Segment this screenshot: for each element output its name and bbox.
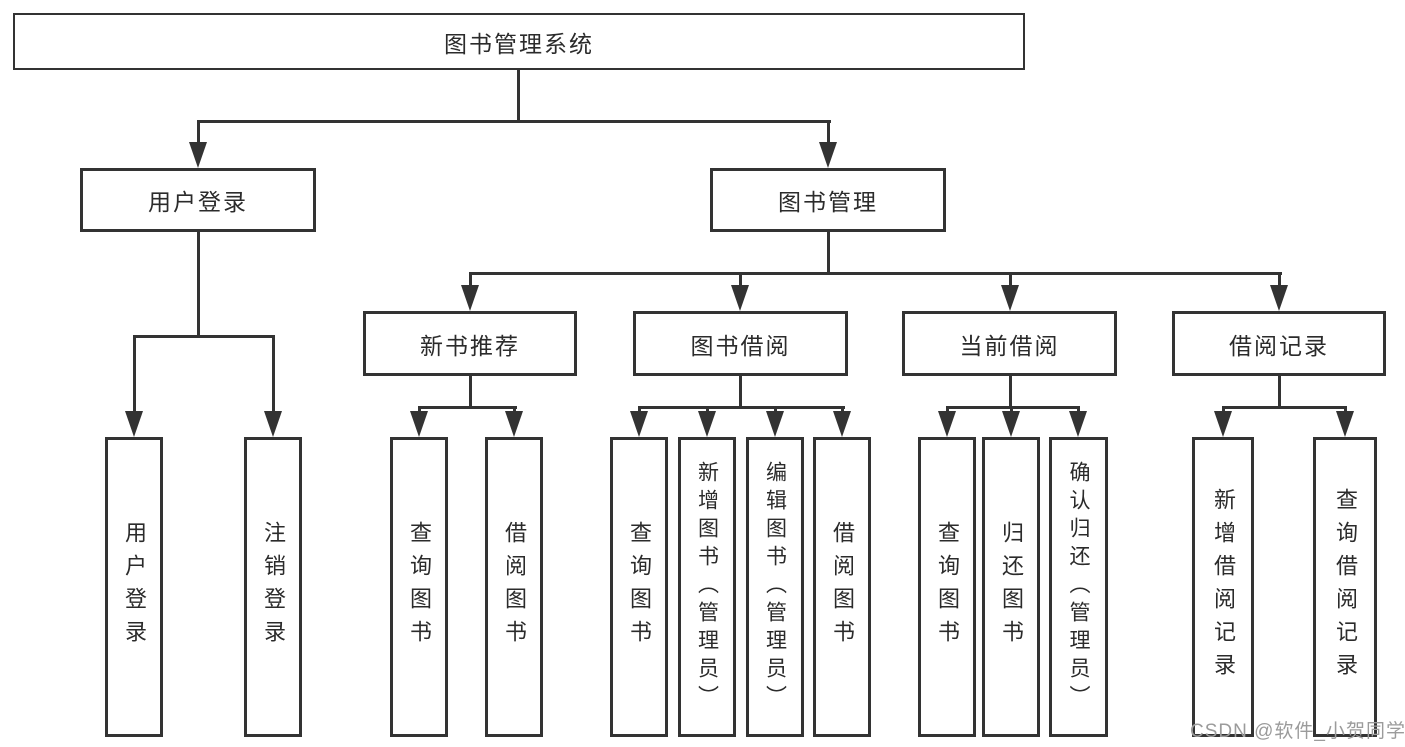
node-label: 借阅记录 — [1229, 332, 1329, 359]
leaf-add-borrow-record: 新增借阅记录 — [1192, 437, 1254, 737]
connector-line — [517, 68, 520, 120]
leaf-label: 新增借阅记录 — [1211, 488, 1236, 686]
csdn-watermark: CSDN @软件_小贺同学 — [1190, 721, 1405, 742]
node-label: 图书借阅 — [690, 332, 791, 359]
arrow-down-icon — [410, 411, 428, 437]
leaf-label: 编辑图书（管理员） — [763, 461, 787, 713]
arrow-down-icon — [505, 411, 523, 437]
connector-line — [197, 120, 200, 148]
node-user-login: 用户登录 — [80, 168, 316, 232]
connector-line — [841, 406, 844, 414]
leaf-query-books-3: 查询图书 — [918, 437, 976, 737]
node-book-borrow: 图书借阅 — [633, 311, 848, 376]
node-borrow-records: 借阅记录 — [1172, 311, 1386, 376]
connector-line — [638, 406, 641, 414]
arrow-down-icon — [1001, 285, 1019, 311]
arrow-down-icon — [461, 285, 479, 311]
leaf-label: 确认归还（管理员） — [1067, 461, 1090, 713]
connector-line — [469, 374, 472, 406]
connector-line — [638, 406, 845, 409]
arrow-down-icon — [1002, 411, 1020, 437]
node-label: 图书管理 — [778, 189, 878, 215]
leaf-confirm-return-admin: 确认归还（管理员） — [1049, 437, 1108, 737]
leaf-user-login: 用户登录 — [105, 437, 163, 737]
connector-line — [469, 272, 1282, 275]
connector-line — [739, 272, 742, 287]
arrow-down-icon — [1214, 411, 1232, 437]
leaf-label: 归还图书 — [999, 521, 1024, 653]
leaf-label: 借阅图书 — [830, 521, 855, 653]
connector-line — [739, 374, 742, 406]
connector-line — [1278, 272, 1281, 287]
node-book-management: 图书管理 — [710, 168, 946, 232]
connector-line — [774, 406, 777, 414]
connector-line — [706, 406, 709, 414]
node-current-borrow: 当前借阅 — [902, 311, 1117, 376]
leaf-add-book-admin: 新增图书（管理员） — [678, 437, 736, 737]
arrow-down-icon — [833, 411, 851, 437]
connector-line — [513, 406, 516, 414]
leaf-label: 新增图书（管理员） — [695, 461, 719, 713]
node-label: 新书推荐 — [420, 332, 520, 359]
arrow-down-icon — [1069, 411, 1087, 437]
connector-line — [1010, 406, 1013, 414]
arrow-down-icon — [698, 411, 716, 437]
connector-line — [946, 406, 1080, 409]
leaf-logout: 注销登录 — [244, 437, 302, 737]
leaf-borrow-books-1: 借阅图书 — [485, 437, 543, 737]
leaf-edit-book-admin: 编辑图书（管理员） — [746, 437, 804, 737]
leaf-return-book: 归还图书 — [982, 437, 1040, 737]
arrow-down-icon — [189, 142, 207, 168]
leaf-query-books-1: 查询图书 — [390, 437, 448, 737]
connector-line — [1077, 406, 1080, 414]
leaf-borrow-books-2: 借阅图书 — [813, 437, 871, 737]
connector-line — [197, 120, 831, 123]
arrow-down-icon — [630, 411, 648, 437]
leaf-label: 用户登录 — [122, 521, 147, 653]
connector-line — [1009, 272, 1012, 287]
leaf-query-borrow-record: 查询借阅记录 — [1313, 437, 1377, 737]
connector-line — [827, 120, 830, 148]
arrow-down-icon — [731, 285, 749, 311]
connector-line — [1278, 374, 1281, 406]
leaf-query-books-2: 查询图书 — [610, 437, 668, 737]
leaf-label: 查询图书 — [407, 521, 432, 653]
connector-line — [133, 335, 275, 338]
node-root: 图书管理系统 — [13, 13, 1025, 70]
arrow-down-icon — [938, 411, 956, 437]
leaf-label: 查询图书 — [935, 521, 960, 653]
node-label: 当前借阅 — [959, 332, 1060, 359]
arrow-down-icon — [125, 411, 143, 437]
leaf-label: 查询借阅记录 — [1333, 488, 1358, 686]
connector-line — [197, 230, 200, 335]
arrow-down-icon — [1270, 285, 1288, 311]
arrow-down-icon — [264, 411, 282, 437]
connector-line — [1222, 406, 1347, 409]
connector-line — [1222, 406, 1225, 414]
connector-line — [1009, 374, 1012, 406]
connector-line — [946, 406, 949, 414]
connector-line — [418, 406, 517, 409]
connector-line — [469, 272, 472, 287]
arrow-down-icon — [819, 142, 837, 168]
node-label: 用户登录 — [148, 189, 248, 215]
leaf-label: 借阅图书 — [502, 521, 527, 653]
node-root-label: 图书管理系统 — [444, 30, 594, 57]
arrow-down-icon — [1336, 411, 1354, 437]
connector-line — [827, 230, 830, 272]
leaf-label: 查询图书 — [627, 521, 652, 653]
connector-line — [272, 335, 275, 413]
connector-line — [1344, 406, 1347, 414]
connector-line — [133, 335, 136, 413]
arrow-down-icon — [766, 411, 784, 437]
leaf-label: 注销登录 — [261, 521, 286, 653]
connector-line — [418, 406, 421, 414]
node-new-book-recommend: 新书推荐 — [363, 311, 577, 376]
